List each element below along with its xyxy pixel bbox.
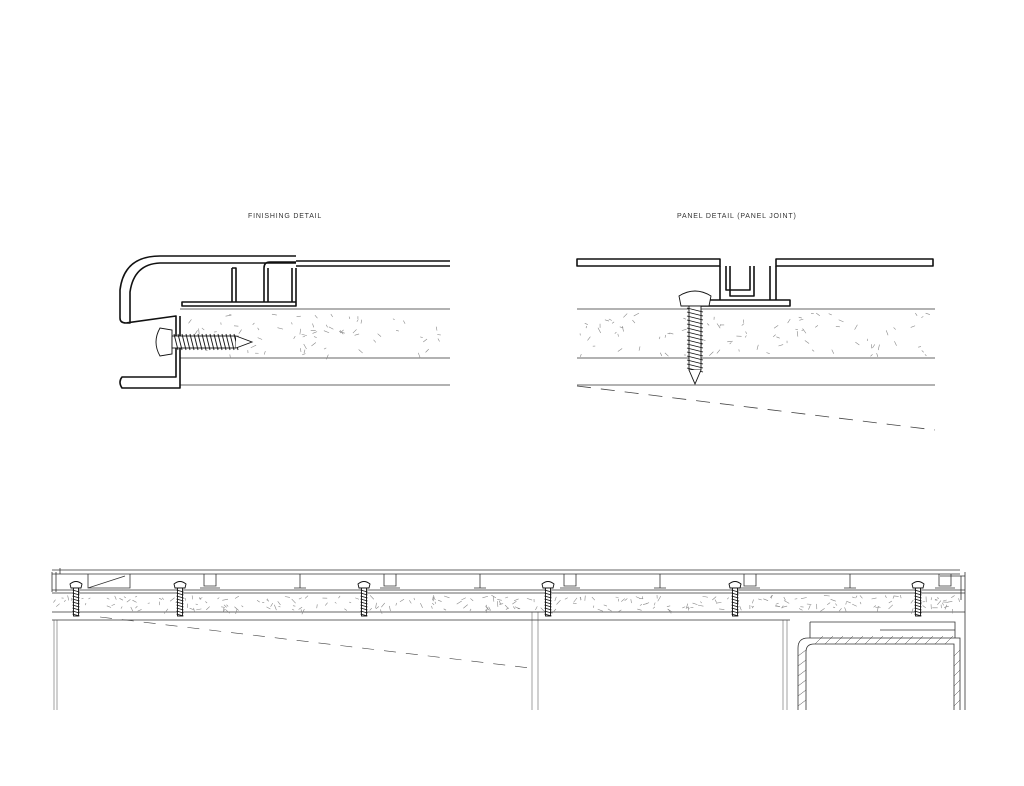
- screw-icon: [678, 290, 712, 386]
- screw-icon: [173, 581, 187, 617]
- joint-profile: [699, 266, 791, 307]
- screw-icon: [69, 581, 83, 617]
- panel-skin-left: [576, 258, 721, 267]
- finishing-detail: [119, 255, 450, 389]
- screw-icon: [728, 581, 742, 617]
- screw-icon: [541, 581, 555, 617]
- screw-icon: [357, 581, 371, 617]
- panel-skin-right: [775, 258, 934, 267]
- substrate-hatch: [188, 313, 441, 360]
- screw-icon: [155, 327, 254, 357]
- substrate-hatch: [579, 312, 931, 357]
- screw-icon: [911, 581, 925, 617]
- panel-skin: [296, 260, 450, 267]
- starter-rail: [181, 261, 297, 307]
- end-cap-profile: [119, 255, 296, 389]
- finishing-detail-title: FINISHING DETAIL: [248, 213, 323, 220]
- panel-joint-detail: [576, 258, 936, 431]
- panel-detail-title: PANEL DETAIL (PANEL JOINT): [677, 213, 797, 220]
- full-section: [51, 568, 966, 710]
